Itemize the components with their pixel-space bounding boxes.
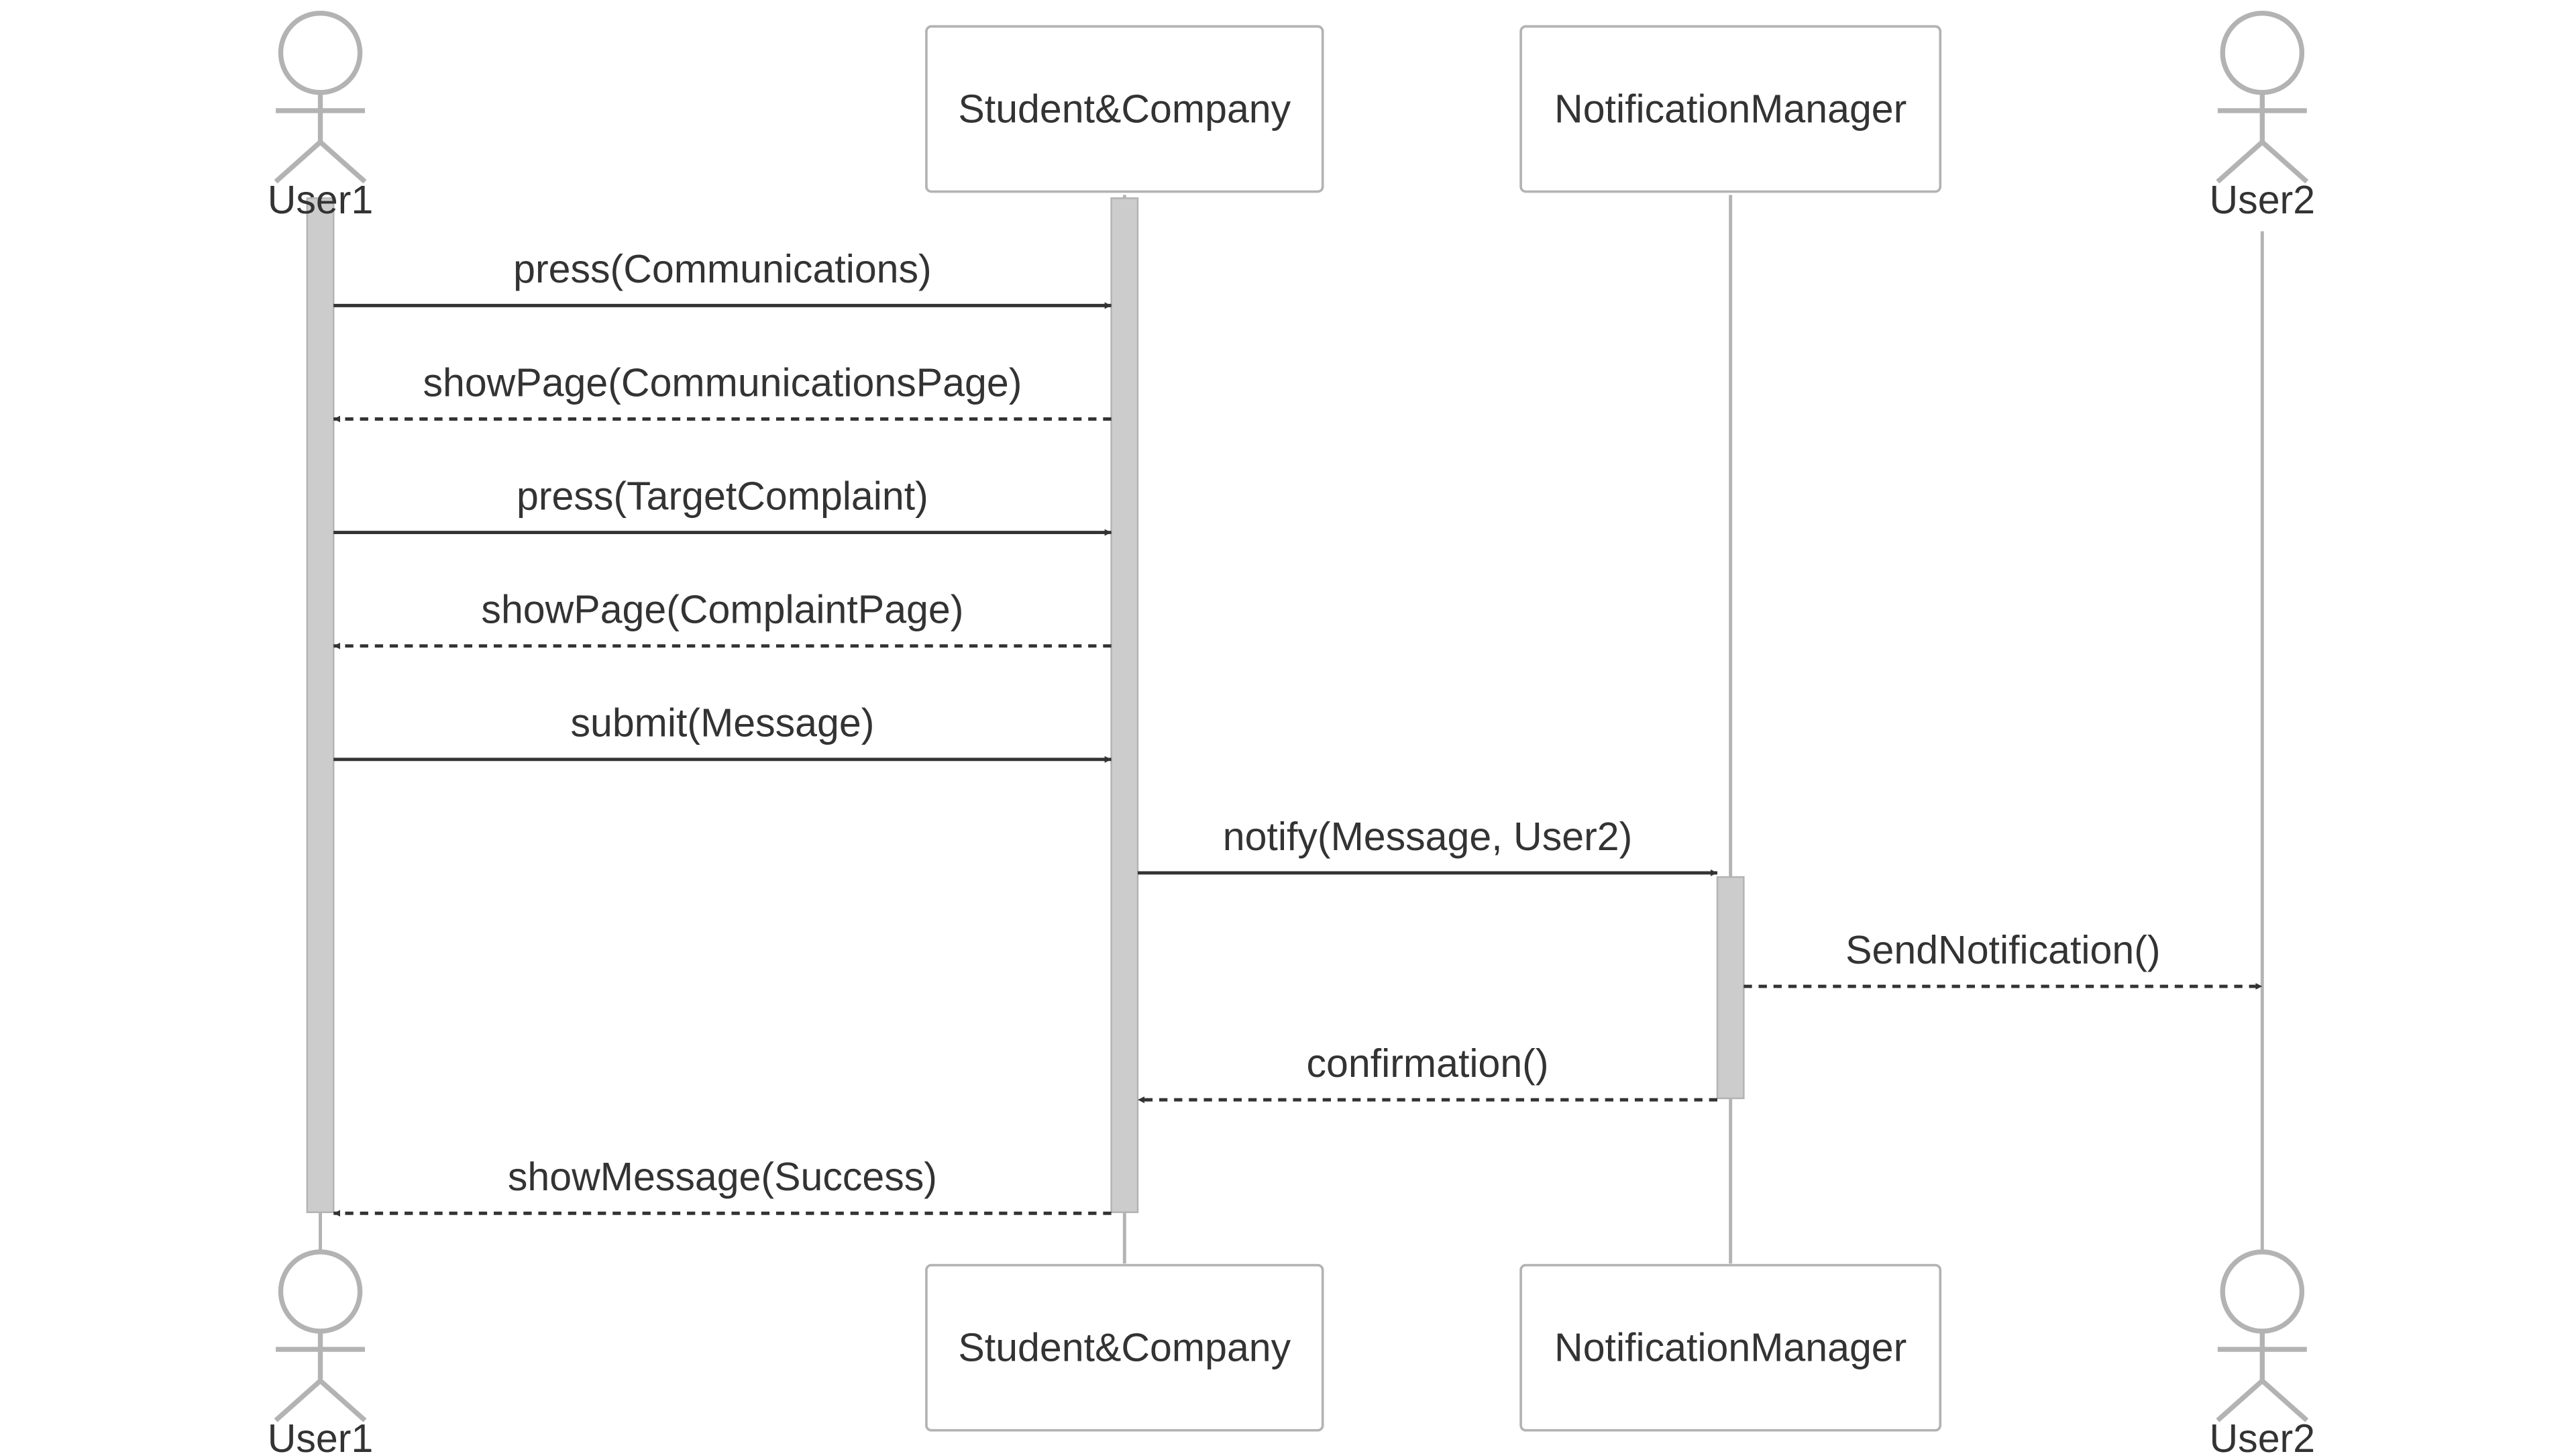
activation-bar-sc (1110, 197, 1139, 1214)
actor-icon-bottom-user1 (274, 1249, 367, 1422)
participant-box-top-sc (925, 25, 1324, 193)
message-label-4: showPage(ComplaintPage) (481, 588, 963, 632)
message-label-9: showMessage(Success) (508, 1155, 937, 1199)
message-label-3: press(TargetComplaint) (517, 474, 928, 518)
actor-label-top-user2: User2 (2210, 178, 2316, 222)
actor-head (278, 11, 363, 95)
participant-label-top-sc: Student&Company (958, 87, 1291, 131)
actor-head (2220, 11, 2305, 95)
actor-label-bottom-user2: User2 (2210, 1416, 2316, 1456)
actor-label-top-user1: User1 (268, 178, 374, 222)
actor-head (2220, 1249, 2305, 1334)
participant-label-bottom-nm: NotificationManager (1554, 1326, 1907, 1370)
participant-label-bottom-sc: Student&Company (958, 1326, 1291, 1370)
activation-bar-nm (1716, 876, 1745, 1100)
actor-leg-left (274, 140, 322, 184)
participant-box-bottom-sc (925, 1263, 1324, 1432)
actor-icon-top-user1 (274, 11, 367, 184)
actor-icon-top-user2 (2216, 11, 2309, 184)
participant-box-bottom-nm (1519, 1263, 1942, 1432)
message-label-7: SendNotification() (1845, 928, 2160, 972)
participant-box-top-nm (1519, 25, 1942, 193)
actor-icon-bottom-user2 (2216, 1249, 2309, 1422)
participant-label-top-nm: NotificationManager (1554, 87, 1907, 131)
actor-leg-right (2260, 140, 2309, 184)
activation-bar-user1 (306, 197, 335, 1214)
actor-leg-right (2260, 1379, 2309, 1422)
message-label-1: press(Communications) (513, 247, 932, 291)
actor-leg-left (2216, 140, 2264, 184)
actor-leg-right (319, 140, 367, 184)
actor-leg-right (319, 1379, 367, 1422)
actor-leg-left (2216, 1379, 2264, 1422)
actor-leg-left (274, 1379, 322, 1422)
actor-head (278, 1249, 363, 1334)
message-label-2: showPage(CommunicationsPage) (423, 360, 1022, 405)
actor-label-bottom-user1: User1 (268, 1416, 374, 1456)
message-label-5: submit(Message) (570, 701, 874, 745)
message-label-6: notify(Message, User2) (1223, 815, 1633, 859)
message-label-8: confirmation() (1306, 1041, 1548, 1086)
